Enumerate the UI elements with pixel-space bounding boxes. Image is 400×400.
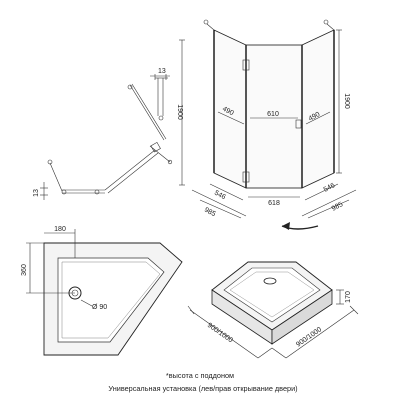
- right-side-panel: [301, 29, 335, 189]
- tray-dim-left: 360: [21, 264, 28, 276]
- tray-height: 170: [345, 291, 352, 303]
- dim-base-right-inner: 546: [323, 182, 337, 194]
- dim-door-bottom: 618: [268, 200, 280, 207]
- cabin-view: 490 610 490 1900 1900 618 546 985 546 98…: [176, 19, 357, 230]
- dim-height-side: 1900: [176, 104, 183, 120]
- top-plan-view: 13 13: [33, 68, 173, 200]
- dim-door-width: 610: [267, 111, 279, 118]
- dim-left-panel: 490: [221, 106, 235, 118]
- door-handle: [295, 119, 302, 129]
- tray-drain-label: Ø 90: [92, 304, 107, 311]
- tray-right-size: 900/1000: [295, 326, 323, 349]
- door-swing-arrow: [282, 222, 290, 230]
- dim-base-left-outer: 985: [203, 207, 217, 219]
- tray-plan-view: Ø 90 180 360: [21, 226, 183, 356]
- dim-right-panel: 490: [308, 111, 322, 123]
- top-plan-dim-left: 13: [33, 189, 40, 197]
- tray-dim-top: 180: [54, 226, 66, 233]
- dim-base-right-outer: 985: [331, 201, 345, 213]
- top-plan-dim-top: 13: [158, 68, 166, 75]
- tray-iso-view: 170 900/1000 900/1000: [187, 261, 359, 359]
- dim-height: 1900: [343, 93, 350, 109]
- note-height: *высота с поддоном: [166, 371, 234, 380]
- tray-left-size: 900/1000: [206, 322, 234, 345]
- note-installation: Универсальная установка (лев/прав открыв…: [108, 384, 297, 393]
- dim-base-left-inner: 546: [213, 190, 227, 202]
- tray-iso-drain: [263, 277, 277, 285]
